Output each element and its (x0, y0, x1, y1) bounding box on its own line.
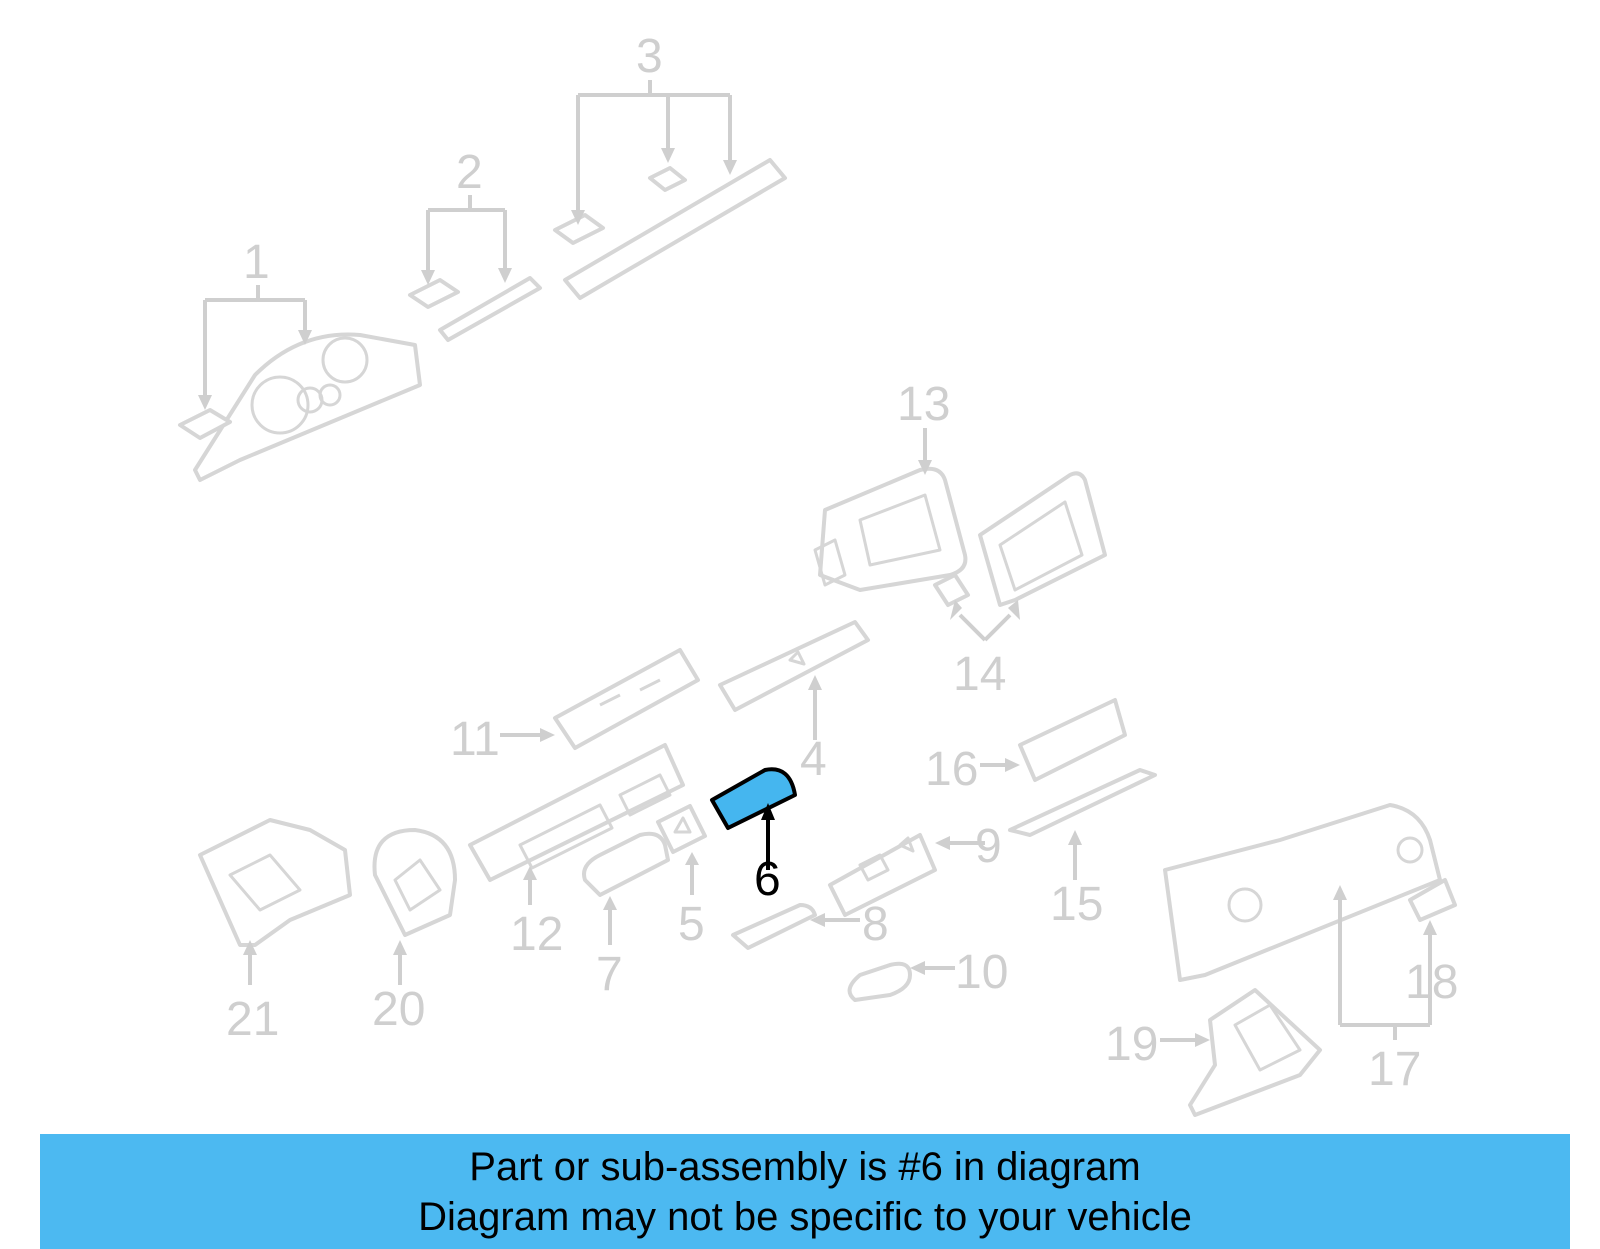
part-6-highlighted (710, 767, 797, 830)
svg-text:5: 5 (678, 898, 705, 951)
callout-7: 7 (596, 896, 623, 1001)
callout-15: 15 (1050, 830, 1103, 931)
callout-8: 8 (810, 898, 889, 951)
svg-text:10: 10 (955, 946, 1008, 999)
part-8-pad (731, 903, 817, 950)
svg-text:18: 18 (1405, 956, 1458, 1009)
svg-text:8: 8 (862, 898, 889, 951)
callout-2: 2 (421, 146, 512, 285)
svg-text:15: 15 (1050, 878, 1103, 931)
part-18-small-bracket (1408, 878, 1457, 922)
part-17-lower-dash (1163, 803, 1442, 982)
svg-text:21: 21 (226, 993, 279, 1046)
part-16-panel (1018, 698, 1127, 782)
part-12-lower-panel (468, 743, 685, 882)
callout-9: 9 (935, 820, 1002, 873)
part-1-instrument-panel (178, 332, 422, 482)
callout-13: 13 (897, 378, 950, 475)
part-20-oval-trim (372, 828, 457, 937)
part-3-long-trim (553, 158, 787, 300)
svg-text:16: 16 (925, 743, 978, 796)
callout-18: 18 (1405, 920, 1458, 1025)
svg-text:1: 1 (243, 236, 270, 289)
info-banner: Part or sub-assembly is #6 in diagram Di… (40, 1134, 1570, 1249)
part-11-bracket (553, 648, 700, 750)
callout-3: 3 (571, 30, 737, 225)
callout-4: 4 (800, 675, 827, 786)
part-10-oval-switch (847, 961, 912, 1002)
callout-21: 21 (226, 940, 279, 1046)
svg-text:12: 12 (510, 908, 563, 961)
banner-line-disclaimer: Diagram may not be specific to your vehi… (418, 1194, 1192, 1239)
callout-16: 16 (925, 743, 1020, 796)
svg-text:17: 17 (1368, 1043, 1421, 1096)
callout-19: 19 (1105, 1018, 1210, 1071)
banner-line-part: Part or sub-assembly is #6 in diagram (469, 1144, 1141, 1189)
svg-text:14: 14 (953, 648, 1006, 701)
callout-11: 11 (450, 713, 555, 766)
svg-text:20: 20 (372, 983, 425, 1036)
callout-1: 1 (198, 236, 312, 410)
svg-text:3: 3 (636, 30, 663, 83)
part-9-switch-bezel (828, 833, 937, 917)
part-2-trim-strip (408, 276, 542, 342)
svg-text:6: 6 (754, 853, 781, 906)
callout-5: 5 (678, 852, 705, 951)
svg-text:19: 19 (1105, 1018, 1158, 1071)
part-5-hazard-switch (656, 804, 707, 854)
svg-text:11: 11 (450, 713, 500, 766)
callout-20: 20 (372, 940, 425, 1036)
part-13-center-bezel (813, 466, 968, 592)
part-4-switch-panel (718, 620, 870, 712)
part-19-glove-box (1188, 988, 1322, 1117)
part-15-flat-panel (1008, 768, 1157, 837)
svg-text:9: 9 (975, 820, 1002, 873)
callout-17: 17 (1333, 885, 1430, 1096)
callout-10: 10 (910, 946, 1008, 999)
callout-14: 14 (950, 600, 1020, 701)
svg-text:13: 13 (897, 378, 950, 431)
svg-text:4: 4 (800, 733, 827, 786)
svg-text:2: 2 (456, 146, 483, 199)
svg-text:7: 7 (596, 948, 623, 1001)
part-7-cover (582, 831, 670, 897)
part-21-side-panel (198, 818, 352, 947)
part-14-display-frame (933, 471, 1107, 607)
callout-6: 6 (754, 803, 781, 906)
callout-12: 12 (510, 866, 563, 961)
